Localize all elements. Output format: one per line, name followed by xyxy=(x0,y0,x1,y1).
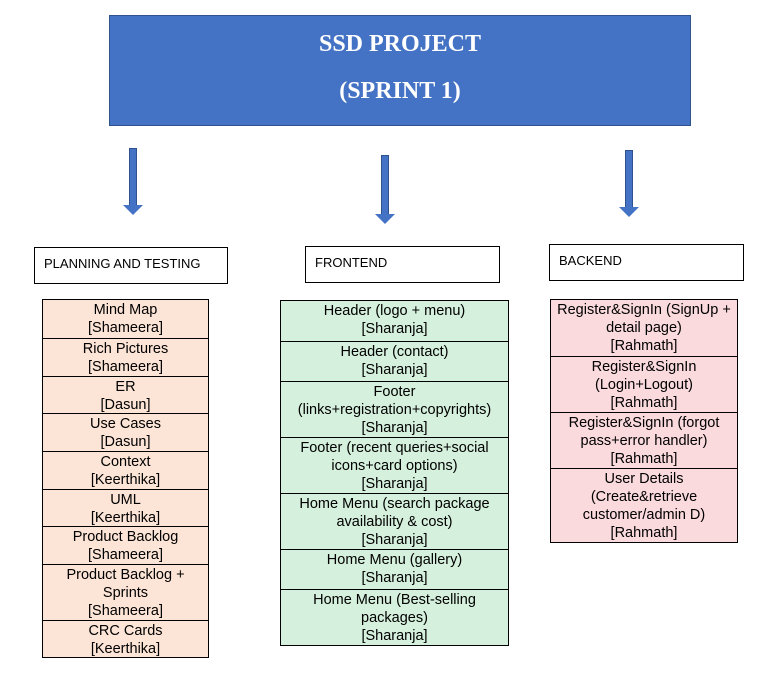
task-owner: [Shameera] xyxy=(88,359,163,375)
task-owner: [Shameera] xyxy=(88,603,163,619)
task-item: Header (contact) [Sharanja] xyxy=(281,341,508,381)
task-item: Register&SignIn (SignUp + detail page) [R… xyxy=(551,300,737,356)
task-name: CRC Cards xyxy=(88,623,163,639)
task-name: Rich Pictures xyxy=(82,341,169,357)
task-owner: [Sharanja] xyxy=(361,321,428,337)
task-name: Register&SignIn (Login+Logout) xyxy=(591,359,697,393)
task-item: Home Menu (search package availability &… xyxy=(281,493,508,549)
task-item: Register&SignIn (Login+Logout) [Rahmath] xyxy=(551,356,737,412)
task-owner: [Rahmath] xyxy=(610,395,678,411)
task-owner: [Keerthika] xyxy=(90,472,161,488)
task-owner: [Rahmath] xyxy=(610,338,678,354)
task-name: Use Cases xyxy=(90,416,161,432)
task-item: Home Menu (Best-selling packages) [Sharan… xyxy=(281,589,508,645)
arrow-down-icon xyxy=(375,155,395,225)
task-item: Mind Map [Shameera] xyxy=(43,300,208,338)
planning-task-list: Mind Map [Shameera] Rich Pictures [Shameer… xyxy=(42,299,209,658)
task-item: CRC Cards [Keerthika] xyxy=(43,620,208,657)
task-name: UML xyxy=(110,492,141,508)
task-item: Header (logo + menu) [Sharanja] xyxy=(281,301,508,341)
title-line-1: SSD PROJECT xyxy=(318,30,482,57)
task-name: Home Menu (gallery) xyxy=(326,552,463,568)
backend-task-list: Register&SignIn (SignUp + detail page) [R… xyxy=(550,299,738,543)
task-item: Register&SignIn (forgot pass+error handl… xyxy=(551,412,737,468)
task-name: Header (logo + menu) xyxy=(323,303,466,319)
task-name: Product Backlog xyxy=(72,529,179,545)
task-name: Footer (links+registration+copyrights) xyxy=(297,384,492,418)
header-frontend: FRONTEND xyxy=(305,246,500,283)
task-name: Footer (recent queries+social icons+card… xyxy=(300,440,489,474)
task-owner: [Sharanja] xyxy=(361,532,428,548)
task-owner: [Dasun] xyxy=(100,434,151,450)
task-name: User Details (Create&retrieve customer/a… xyxy=(582,471,706,523)
task-item: UML [Keerthika] xyxy=(43,489,208,526)
task-owner: [Shameera] xyxy=(88,320,163,336)
task-name: Register&SignIn (SignUp + detail page) xyxy=(557,302,731,336)
task-owner: [Dasun] xyxy=(100,397,151,413)
task-owner: [Sharanja] xyxy=(361,420,428,436)
task-item: Use Cases [Dasun] xyxy=(43,413,208,451)
task-item: Context [Keerthika] xyxy=(43,451,208,489)
task-item: ER [Dasun] xyxy=(43,376,208,413)
header-planning-and-testing: PLANNING AND TESTING xyxy=(34,247,228,284)
task-owner: [Rahmath] xyxy=(610,525,678,541)
task-item: Footer (recent queries+social icons+card… xyxy=(281,437,508,493)
task-item: Product Backlog [Shameera] xyxy=(43,526,208,564)
frontend-task-list: Header (logo + menu) [Sharanja] Header (c… xyxy=(280,300,509,646)
header-backend: BACKEND xyxy=(549,244,744,281)
task-name: ER xyxy=(115,379,136,395)
task-owner: [Keerthika] xyxy=(90,510,161,526)
task-owner: [Rahmath] xyxy=(610,451,678,467)
task-owner: [Sharanja] xyxy=(361,570,428,586)
arrow-down-icon xyxy=(619,150,639,218)
task-name: Product Backlog + Sprints xyxy=(66,567,185,601)
task-item: Product Backlog + Sprints [Shameera] xyxy=(43,564,208,620)
task-item: User Details (Create&retrieve customer/a… xyxy=(551,468,737,542)
task-name: Home Menu (Best-selling packages) xyxy=(313,592,476,626)
title-line-2: (SPRINT 1) xyxy=(339,77,461,104)
task-owner: [Keerthika] xyxy=(90,641,161,657)
task-owner: [Sharanja] xyxy=(361,362,428,378)
arrow-down-icon xyxy=(123,148,143,216)
task-item: Rich Pictures [Shameera] xyxy=(43,338,208,376)
task-item: Footer (links+registration+copyrights) [S… xyxy=(281,381,508,437)
task-name: Register&SignIn (forgot pass+error handl… xyxy=(568,415,720,449)
task-owner: [Sharanja] xyxy=(361,628,428,644)
task-name: Home Menu (search package availability &… xyxy=(299,496,490,530)
task-owner: [Sharanja] xyxy=(361,476,428,492)
task-name: Mind Map xyxy=(93,302,158,318)
task-name: Context xyxy=(100,454,151,470)
task-item: Home Menu (gallery) [Sharanja] xyxy=(281,549,508,589)
task-name: Header (contact) xyxy=(340,344,449,360)
title-box: SSD PROJECT (SPRINT 1) xyxy=(109,15,691,126)
task-owner: [Shameera] xyxy=(88,547,163,563)
